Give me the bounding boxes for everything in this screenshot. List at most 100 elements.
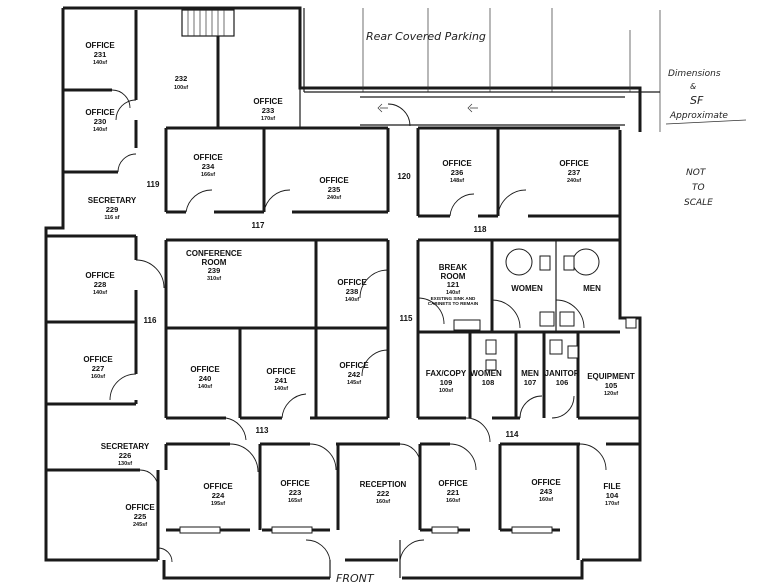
room-235: OFFICE 235 240sf — [319, 176, 349, 201]
room-106: JANITOR 106 — [545, 369, 580, 387]
svg-text:OFFICE: OFFICE — [190, 365, 220, 374]
svg-text:OFFICE: OFFICE — [85, 271, 115, 280]
stairs — [181, 9, 235, 37]
room-237: OFFICE 237 240sf — [559, 159, 589, 184]
handwritten-notes: Rear Covered Parking FRONT Dimensions & … — [336, 30, 747, 585]
room-men-upper: MEN — [583, 284, 601, 293]
svg-text:160sf: 160sf — [91, 374, 105, 380]
svg-text:OFFICE: OFFICE — [193, 153, 223, 162]
svg-text:140sf: 140sf — [274, 386, 288, 392]
room-222: RECEPTION 222 160sf — [360, 480, 407, 505]
svg-text:235: 235 — [328, 185, 341, 194]
svg-text:232: 232 — [175, 74, 188, 83]
windows — [179, 526, 553, 534]
svg-text:160sf: 160sf — [539, 497, 553, 503]
interior-walls — [46, 10, 640, 560]
svg-text:221: 221 — [447, 488, 460, 497]
svg-text:227: 227 — [92, 364, 105, 373]
room-228: OFFICE 228 140sf — [85, 271, 115, 296]
svg-text:120sf: 120sf — [604, 391, 618, 397]
svg-text:CABINETS TO REMAIN: CABINETS TO REMAIN — [428, 301, 479, 306]
room-121: BREAK ROOM 121 140sf EXISTING SINK AND C… — [428, 263, 479, 306]
svg-text:243: 243 — [540, 487, 553, 496]
room-236: OFFICE 236 148sf — [442, 159, 472, 184]
svg-text:OFFICE: OFFICE — [442, 159, 472, 168]
svg-text:OFFICE: OFFICE — [266, 367, 296, 376]
svg-text:OFFICE: OFFICE — [85, 41, 115, 50]
svg-text:113: 113 — [256, 426, 269, 435]
svg-text:OFFICE: OFFICE — [438, 479, 468, 488]
svg-text:OFFICE: OFFICE — [203, 482, 233, 491]
svg-text:OFFICE: OFFICE — [319, 176, 349, 185]
svg-text:310sf: 310sf — [207, 276, 221, 282]
restroom-fixtures — [453, 248, 637, 371]
svg-text:225: 225 — [134, 512, 147, 521]
svg-text:FILE: FILE — [603, 482, 621, 491]
svg-text:107: 107 — [524, 378, 537, 387]
svg-text:241: 241 — [275, 376, 288, 385]
door-swings — [109, 89, 607, 563]
svg-text:120: 120 — [397, 172, 411, 181]
svg-text:OFFICE: OFFICE — [83, 355, 113, 364]
svg-text:242: 242 — [348, 370, 361, 379]
svg-text:121: 121 — [447, 280, 460, 289]
svg-text:109: 109 — [440, 378, 453, 387]
room-242: OFFICE 242 145sf — [339, 361, 369, 386]
svg-text:JANITOR: JANITOR — [545, 369, 580, 378]
svg-text:115: 115 — [400, 314, 413, 323]
svg-text:170sf: 170sf — [261, 116, 275, 122]
svg-text:237: 237 — [568, 168, 581, 177]
svg-text:116: 116 — [144, 316, 157, 325]
dimensions-note: Dimensions — [668, 69, 721, 79]
corridor-labels: 119 120 117 118 116 115 113 114 — [144, 172, 519, 439]
svg-text:ROOM: ROOM — [202, 258, 227, 267]
svg-text:140sf: 140sf — [345, 297, 359, 303]
svg-text:ROOM: ROOM — [441, 272, 466, 281]
svg-text:FAX/COPY: FAX/COPY — [426, 369, 467, 378]
room-108: WOMEN 108 — [470, 369, 502, 387]
not-to-scale-note: NOT — [686, 168, 707, 178]
room-221: OFFICE 221 160sf — [438, 479, 468, 504]
room-224: OFFICE 224 195sf — [203, 482, 233, 507]
svg-text:OFFICE: OFFICE — [559, 159, 589, 168]
svg-text:OFFICE: OFFICE — [337, 278, 367, 287]
room-104: FILE 104 170sf — [603, 482, 621, 507]
svg-text:245sf: 245sf — [133, 522, 147, 528]
svg-text:118: 118 — [474, 225, 487, 234]
svg-text:104: 104 — [606, 491, 619, 500]
svg-text:166sf: 166sf — [201, 172, 215, 178]
svg-text:140sf: 140sf — [446, 290, 460, 296]
svg-text:SECRETARY: SECRETARY — [101, 442, 150, 451]
room-232: 232 100sf — [174, 74, 188, 91]
svg-text:160sf: 160sf — [376, 499, 390, 505]
svg-text:SCALE: SCALE — [684, 198, 713, 208]
room-226: SECRETARY 226 130sf — [101, 442, 150, 467]
room-240: OFFICE 240 140sf — [190, 365, 220, 390]
svg-text:WOMEN: WOMEN — [511, 284, 543, 293]
svg-text:EXISTING SINK AND: EXISTING SINK AND — [431, 296, 476, 301]
svg-text:108: 108 — [482, 378, 495, 387]
svg-text:105: 105 — [605, 381, 618, 390]
svg-text:170sf: 170sf — [605, 501, 619, 507]
svg-text:239: 239 — [208, 266, 221, 275]
room-107: MEN 107 — [521, 369, 539, 387]
svg-text:148sf: 148sf — [450, 178, 464, 184]
svg-text:WOMEN: WOMEN — [470, 369, 502, 378]
room-229: SECRETARY 229 116 sf — [88, 196, 137, 221]
svg-text:165sf: 165sf — [288, 498, 302, 504]
svg-text:OFFICE: OFFICE — [125, 503, 155, 512]
svg-text:140sf: 140sf — [93, 290, 107, 296]
svg-text:RECEPTION: RECEPTION — [360, 480, 407, 489]
svg-text:230: 230 — [94, 117, 107, 126]
svg-text:234: 234 — [202, 162, 215, 171]
room-223: OFFICE 223 165sf — [280, 479, 310, 504]
svg-text:145sf: 145sf — [347, 380, 361, 386]
svg-text:116 sf: 116 sf — [104, 215, 119, 221]
parking-label: Rear Covered Parking — [366, 30, 486, 43]
svg-text:OFFICE: OFFICE — [253, 97, 283, 106]
svg-text:240sf: 240sf — [327, 195, 341, 201]
svg-text:233: 233 — [262, 106, 275, 115]
rear-parking — [303, 8, 661, 132]
svg-text:140sf: 140sf — [198, 384, 212, 390]
